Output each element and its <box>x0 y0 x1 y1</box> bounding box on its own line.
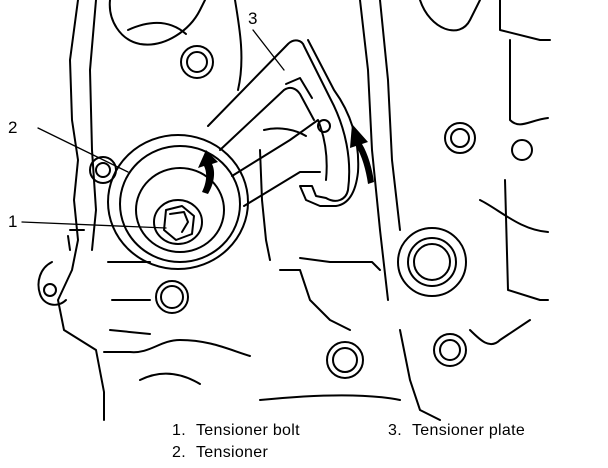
leader-line-2 <box>37 127 129 173</box>
callout-1: 1 <box>8 212 17 231</box>
legend-number: 2. <box>172 444 186 461</box>
legend-number: 1. <box>172 422 186 439</box>
legend-number: 3. <box>388 422 402 439</box>
legend-item-3: 3. Tensioner plate <box>388 422 525 440</box>
engine-block-outline <box>37 0 251 421</box>
rotation-arrow-icon <box>198 150 218 194</box>
legend-text: Tensioner bolt <box>196 422 300 439</box>
callout-3: 3 <box>248 9 257 28</box>
casting-ribs <box>139 0 551 421</box>
leader-line-3 <box>252 29 285 71</box>
boss-bolts <box>89 45 533 379</box>
adjust-direction-arrow-icon <box>350 124 374 184</box>
tensioner-bolt <box>163 205 195 241</box>
callout-2: 2 <box>8 118 17 137</box>
tensioner-plate <box>207 39 360 207</box>
legend-item-2: 2. Tensioner <box>172 444 268 462</box>
legend-text: Tensioner <box>196 444 269 461</box>
leader-line-1 <box>21 221 167 229</box>
tensioner-pulley <box>107 134 249 270</box>
legend-item-1: 1. Tensioner bolt <box>172 422 300 440</box>
legend-text: Tensioner plate <box>412 422 526 439</box>
